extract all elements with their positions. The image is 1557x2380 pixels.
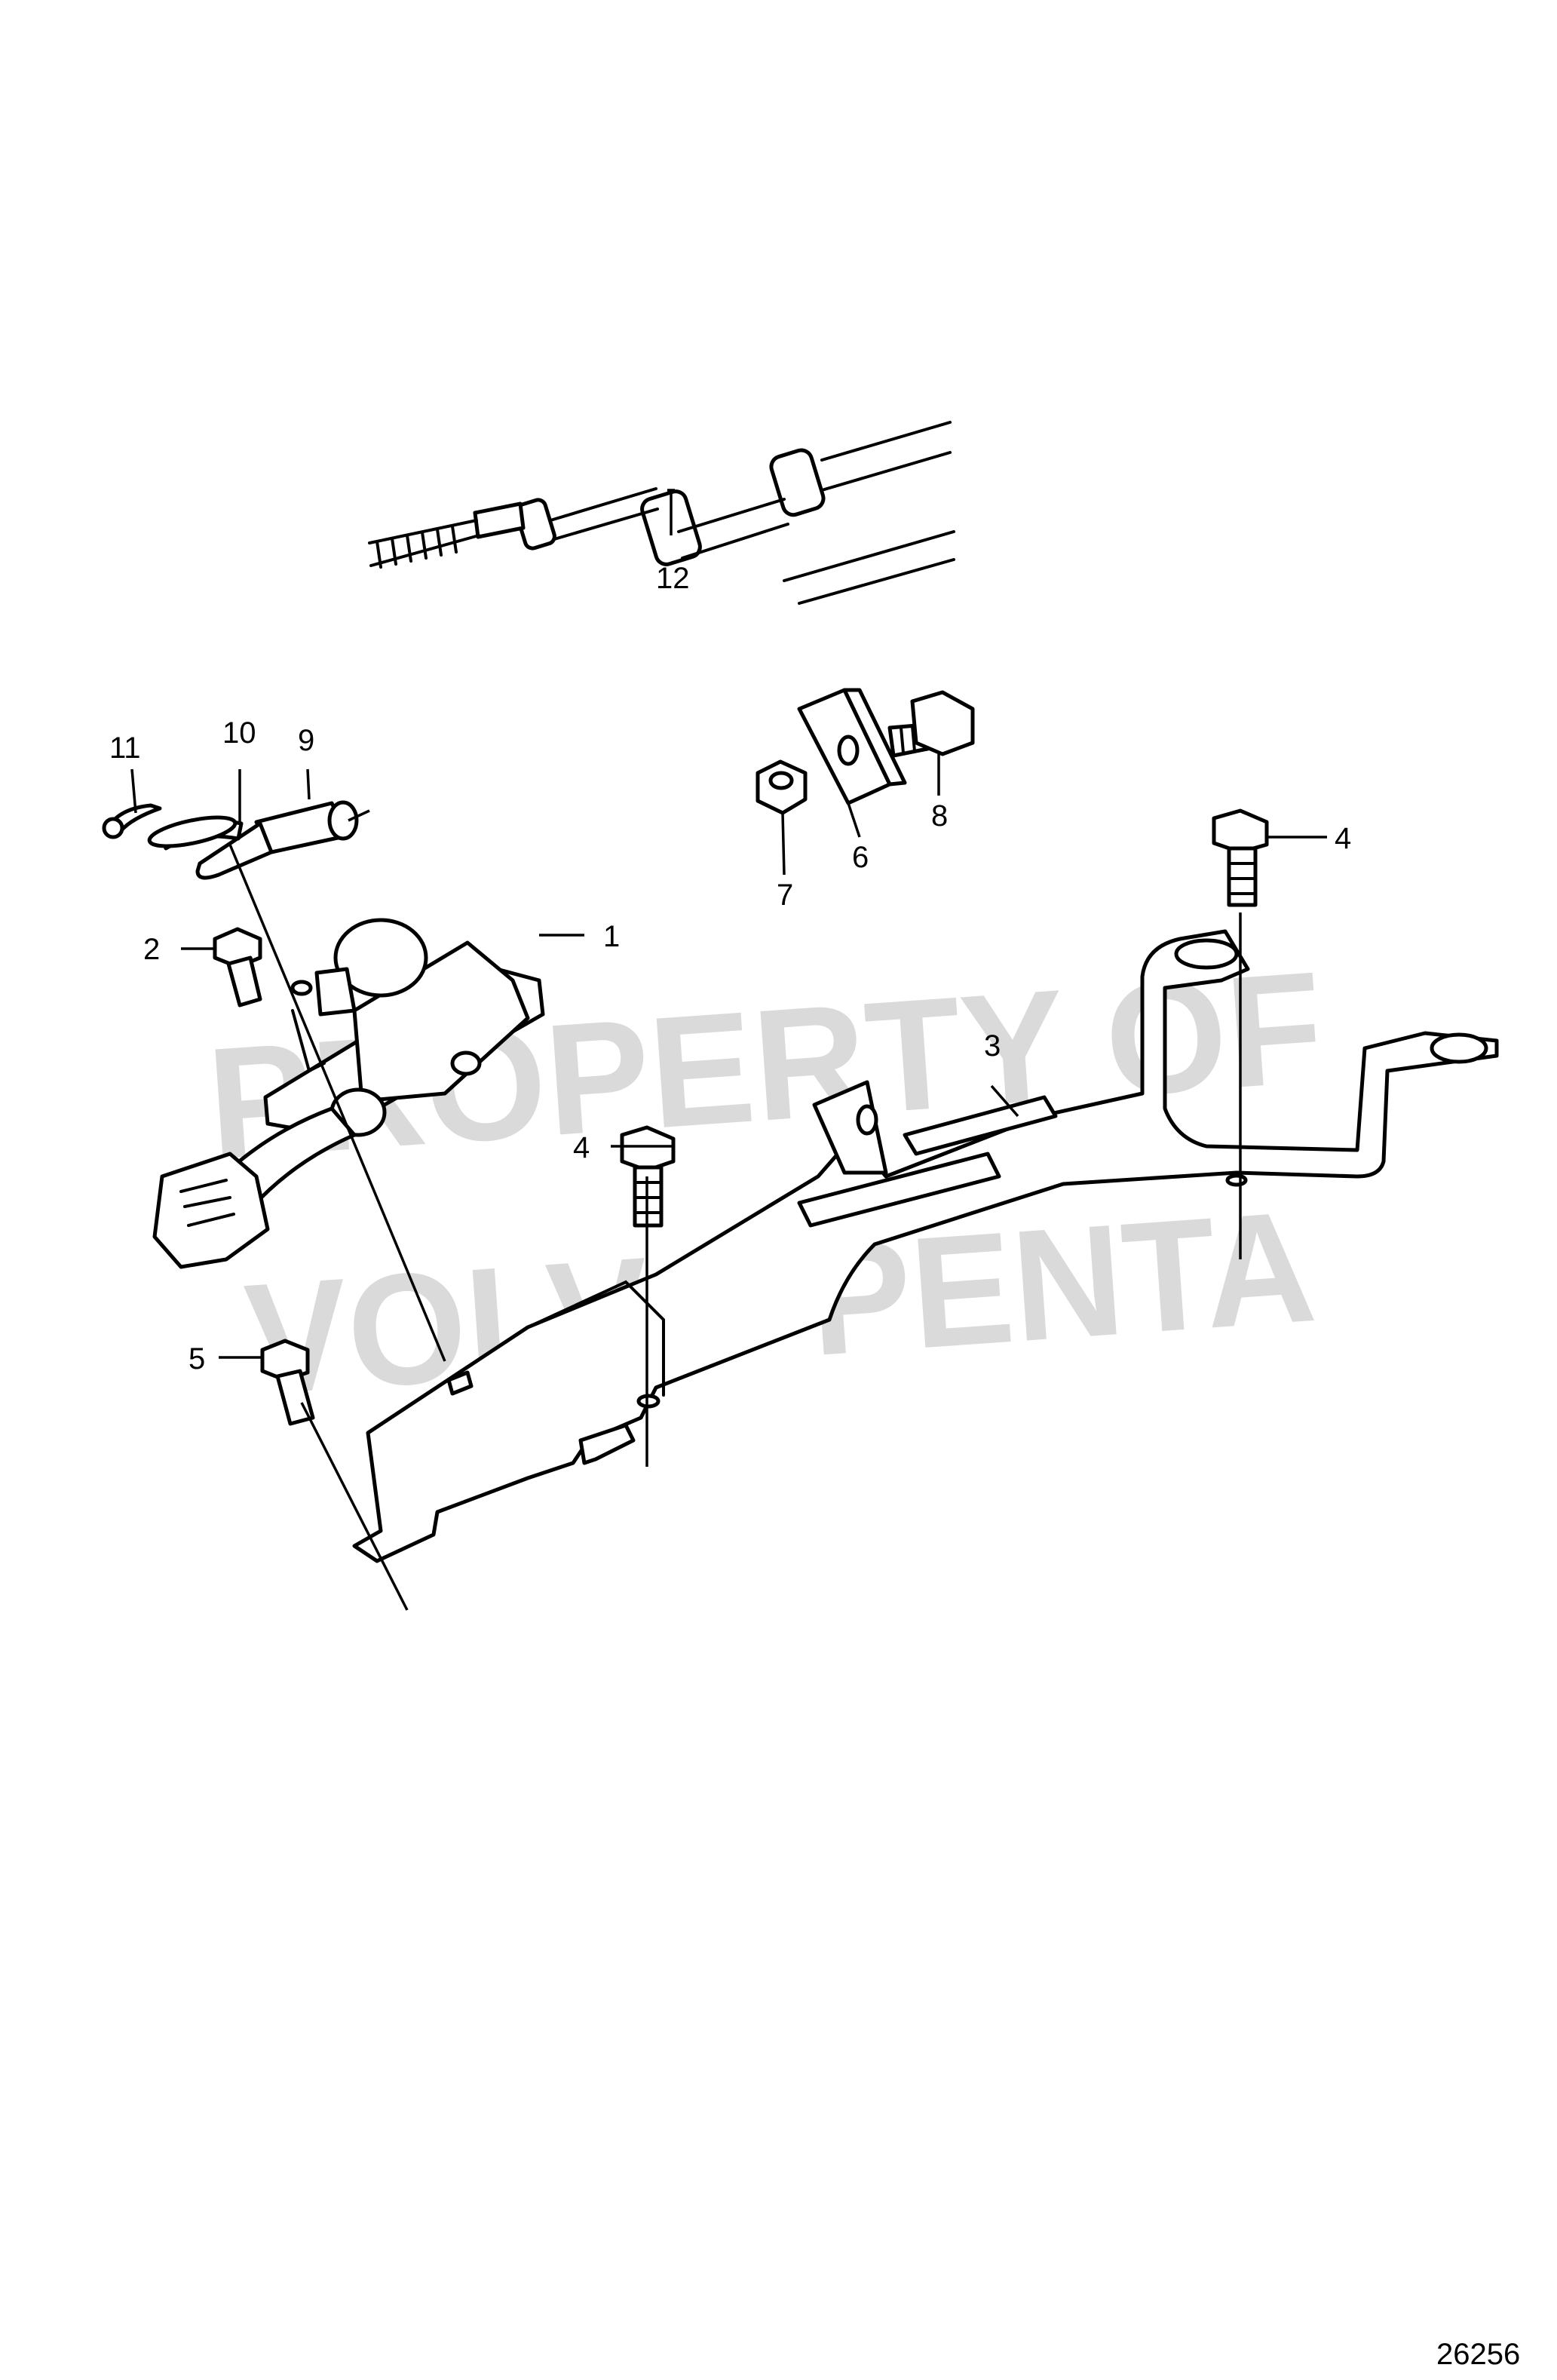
leader-lines: [130, 489, 1327, 1611]
callout-6: 6: [852, 841, 869, 874]
rod-end-fitting: [195, 800, 370, 880]
bolt-part-2: [213, 927, 262, 1008]
figure-number: 26256: [1436, 2338, 1520, 2371]
callout-4-left: 4: [573, 1131, 590, 1164]
callout-4-right: 4: [1335, 822, 1351, 855]
callout-9: 9: [298, 724, 314, 757]
mounting-bracket: [352, 929, 1499, 1563]
hex-nut: [756, 759, 808, 815]
callout-11: 11: [109, 731, 141, 765]
callout-labels: 1 2 3 4 4 5 6 7 8 9 10 11 12: [109, 562, 1351, 1376]
cable-clamp: [797, 688, 907, 805]
callout-2: 2: [143, 933, 160, 966]
callout-10: 10: [222, 716, 256, 750]
shift-sensor-unit: [152, 918, 545, 1269]
callout-12: 12: [656, 562, 690, 595]
cable-clamp-bolt: [887, 690, 975, 758]
callout-5: 5: [188, 1342, 205, 1376]
cotter-pin: [102, 803, 162, 839]
bolt-part-4-right: [1212, 808, 1269, 907]
callout-1: 1: [603, 920, 620, 953]
callout-3: 3: [984, 1029, 1001, 1063]
callout-8: 8: [931, 799, 948, 833]
bolt-part-5: [260, 1339, 315, 1426]
callout-7: 7: [777, 879, 793, 912]
washer: [147, 815, 244, 851]
bolt-part-4-left: [620, 1125, 676, 1228]
